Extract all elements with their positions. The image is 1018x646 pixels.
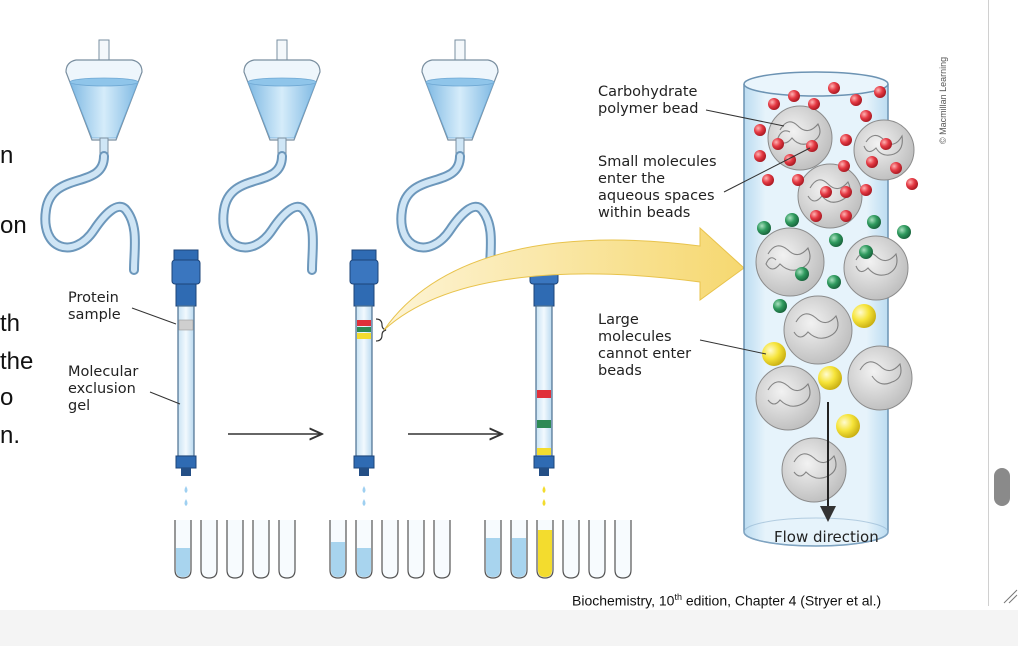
- scroll-track: [988, 0, 989, 606]
- bottom-bar: [0, 610, 1018, 646]
- slide-text-line-6: n.: [0, 422, 21, 449]
- column-2: [349, 249, 387, 506]
- medium-molecules-green: [757, 213, 911, 313]
- test-tubes-set-2: [329, 520, 451, 579]
- slide-text-line-2: on: [0, 212, 27, 239]
- slide-text-line-1: n: [0, 142, 14, 169]
- apparatus-3: [401, 40, 498, 270]
- apparatus-2: [223, 40, 320, 270]
- slide-text-line-3: th: [0, 310, 21, 337]
- gel-filtration-figure: [0, 0, 918, 579]
- label-protein-sample: Protein sample: [68, 290, 121, 323]
- label-flow-direction: Flow direction: [774, 528, 879, 546]
- small-molecules-red: [754, 82, 918, 222]
- label-carbohydrate-bead: Carbohydrate polymer bead: [598, 84, 699, 117]
- slide-text-line-5: o: [0, 384, 14, 411]
- test-tubes-set-3: [484, 520, 632, 579]
- beads: [755, 105, 915, 503]
- magnified-column: [743, 71, 918, 547]
- publisher-credit: © Macmillan Learning: [938, 56, 948, 144]
- large-molecules-yellow: [762, 304, 876, 438]
- scroll-area: [966, 0, 1018, 646]
- resize-grip-icon[interactable]: [1002, 588, 1018, 604]
- label-large-molecules: Large molecules cannot enter beads: [598, 312, 692, 379]
- column-1: [171, 249, 201, 506]
- column-3: [529, 249, 559, 506]
- scrollbar-thumb[interactable]: [994, 468, 1010, 506]
- figure-caption: Biochemistry, 10th edition, Chapter 4 (S…: [572, 592, 882, 609]
- test-tubes-set-1: [174, 520, 296, 579]
- label-small-molecules: Small molecules enter the aqueous spaces…: [598, 154, 717, 221]
- slide-text-line-4: the: [0, 348, 34, 375]
- label-molecular-exclusion-gel: Molecular exclusion gel: [68, 364, 139, 414]
- apparatus-1: [45, 40, 142, 270]
